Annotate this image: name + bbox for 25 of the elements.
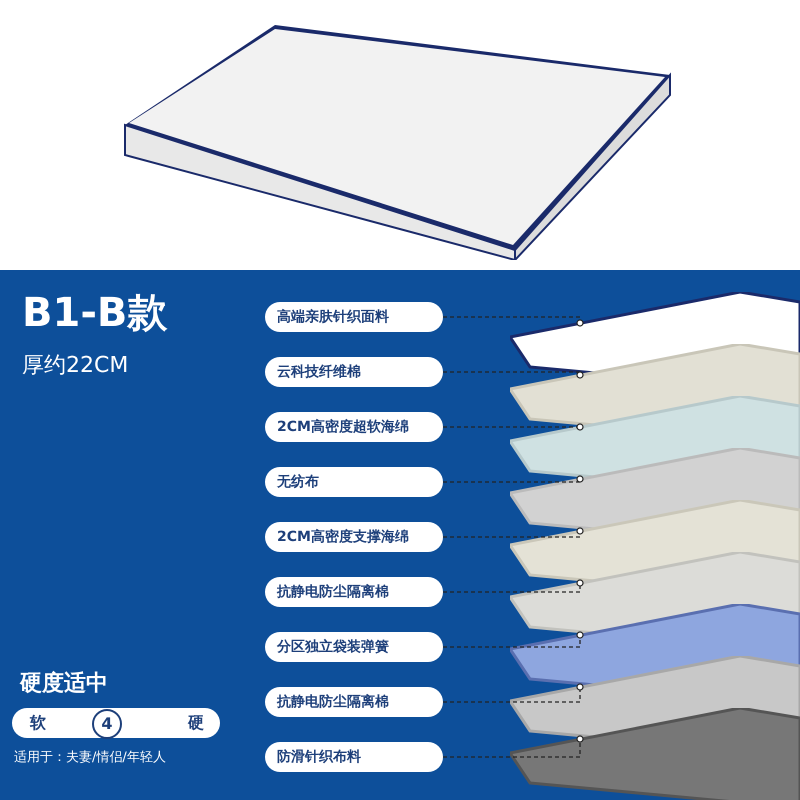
leader-line bbox=[443, 527, 584, 538]
leader-line bbox=[443, 579, 584, 593]
leader-line bbox=[443, 316, 584, 327]
leader-line bbox=[443, 735, 584, 758]
subtitle: 厚约22CM bbox=[22, 352, 128, 380]
usage-note: 适用于：夫妻/情侣/年轻人 bbox=[14, 749, 166, 766]
title: B1-B款 bbox=[22, 289, 168, 338]
leader-line bbox=[443, 631, 584, 648]
layer-label: 云科技纤维棉 bbox=[265, 357, 443, 387]
scale-label: 硬 bbox=[188, 713, 204, 734]
layer-label: 抗静电防尘隔离棉 bbox=[265, 577, 443, 607]
layer-label: 无纺布 bbox=[265, 467, 443, 497]
leader-line bbox=[443, 371, 584, 379]
scale-label: 软 bbox=[30, 713, 46, 734]
leader-line bbox=[443, 423, 584, 431]
leader-line bbox=[443, 683, 584, 703]
layer-label: 分区独立袋装弹簧 bbox=[265, 632, 443, 662]
scale-value: 4 bbox=[92, 709, 122, 739]
layer-label: 防滑针织布料 bbox=[265, 742, 443, 772]
layer-label: 2CM高密度支撑海绵 bbox=[265, 522, 443, 552]
hardness-heading: 硬度适中 bbox=[20, 670, 108, 698]
layer-label: 抗静电防尘隔离棉 bbox=[265, 687, 443, 717]
layer-label: 2CM高密度超软海绵 bbox=[265, 412, 443, 442]
leader-line bbox=[443, 475, 584, 483]
layer-label: 高端亲肤针织面料 bbox=[265, 302, 443, 332]
